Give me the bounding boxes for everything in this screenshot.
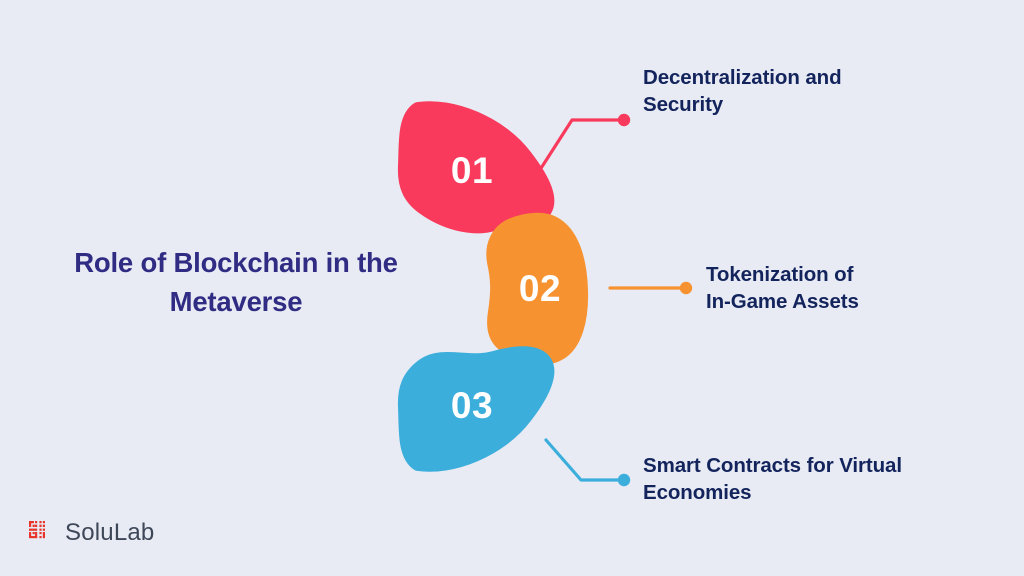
wedge-number-step-3: 03 [451, 385, 493, 426]
step-label-3-line-2: Economies [643, 481, 752, 505]
step-label-2-line-2: In-Game Assets [706, 290, 859, 314]
wedge-shape-step-2 [486, 212, 589, 365]
connector-line-step-1 [525, 118, 622, 192]
step-label-1: Decentralization and Security [643, 64, 943, 119]
step-label-1-line-1: Decentralization and [643, 66, 842, 89]
connector-dot-step-2 [679, 281, 693, 295]
wedge-step-1[interactable]: 01 [397, 101, 555, 234]
page-title-line-1: Role of Blockchain in the [74, 247, 398, 278]
page-title-line-2: Metaverse [169, 286, 303, 318]
wedge-shape-step-3 [397, 346, 555, 472]
step-label-3-line-1: Smart Contracts for Virtual [643, 454, 902, 477]
solulab-qr-mark-icon [29, 521, 45, 539]
wedge-step-3[interactable]: 03 [397, 346, 555, 472]
step-label-2-line-1: Tokenization of [706, 263, 854, 286]
wedge-number-step-1: 01 [451, 150, 493, 191]
connector-step-3 [544, 438, 631, 487]
logo-wordmark: SoluLab [65, 519, 155, 546]
connector-step-1 [525, 113, 631, 192]
page-title: Role of Blockchain in the Metaverse [36, 243, 436, 321]
logo: SoluLab [28, 519, 154, 547]
connector-line-step-3 [544, 438, 622, 482]
connector-dot-step-1 [617, 113, 631, 127]
wedge-shape-step-1 [397, 101, 555, 234]
wedge-number-step-2: 02 [519, 268, 561, 309]
wedge-step-2[interactable]: 02 [486, 212, 589, 365]
connector-step-2 [608, 281, 693, 295]
step-label-2: Tokenization of In-Game Assets [706, 261, 986, 316]
step-label-1-line-2: Security [643, 93, 724, 117]
connector-dot-step-3 [617, 473, 631, 487]
step-label-3: Smart Contracts for Virtual Economies [643, 452, 1003, 507]
